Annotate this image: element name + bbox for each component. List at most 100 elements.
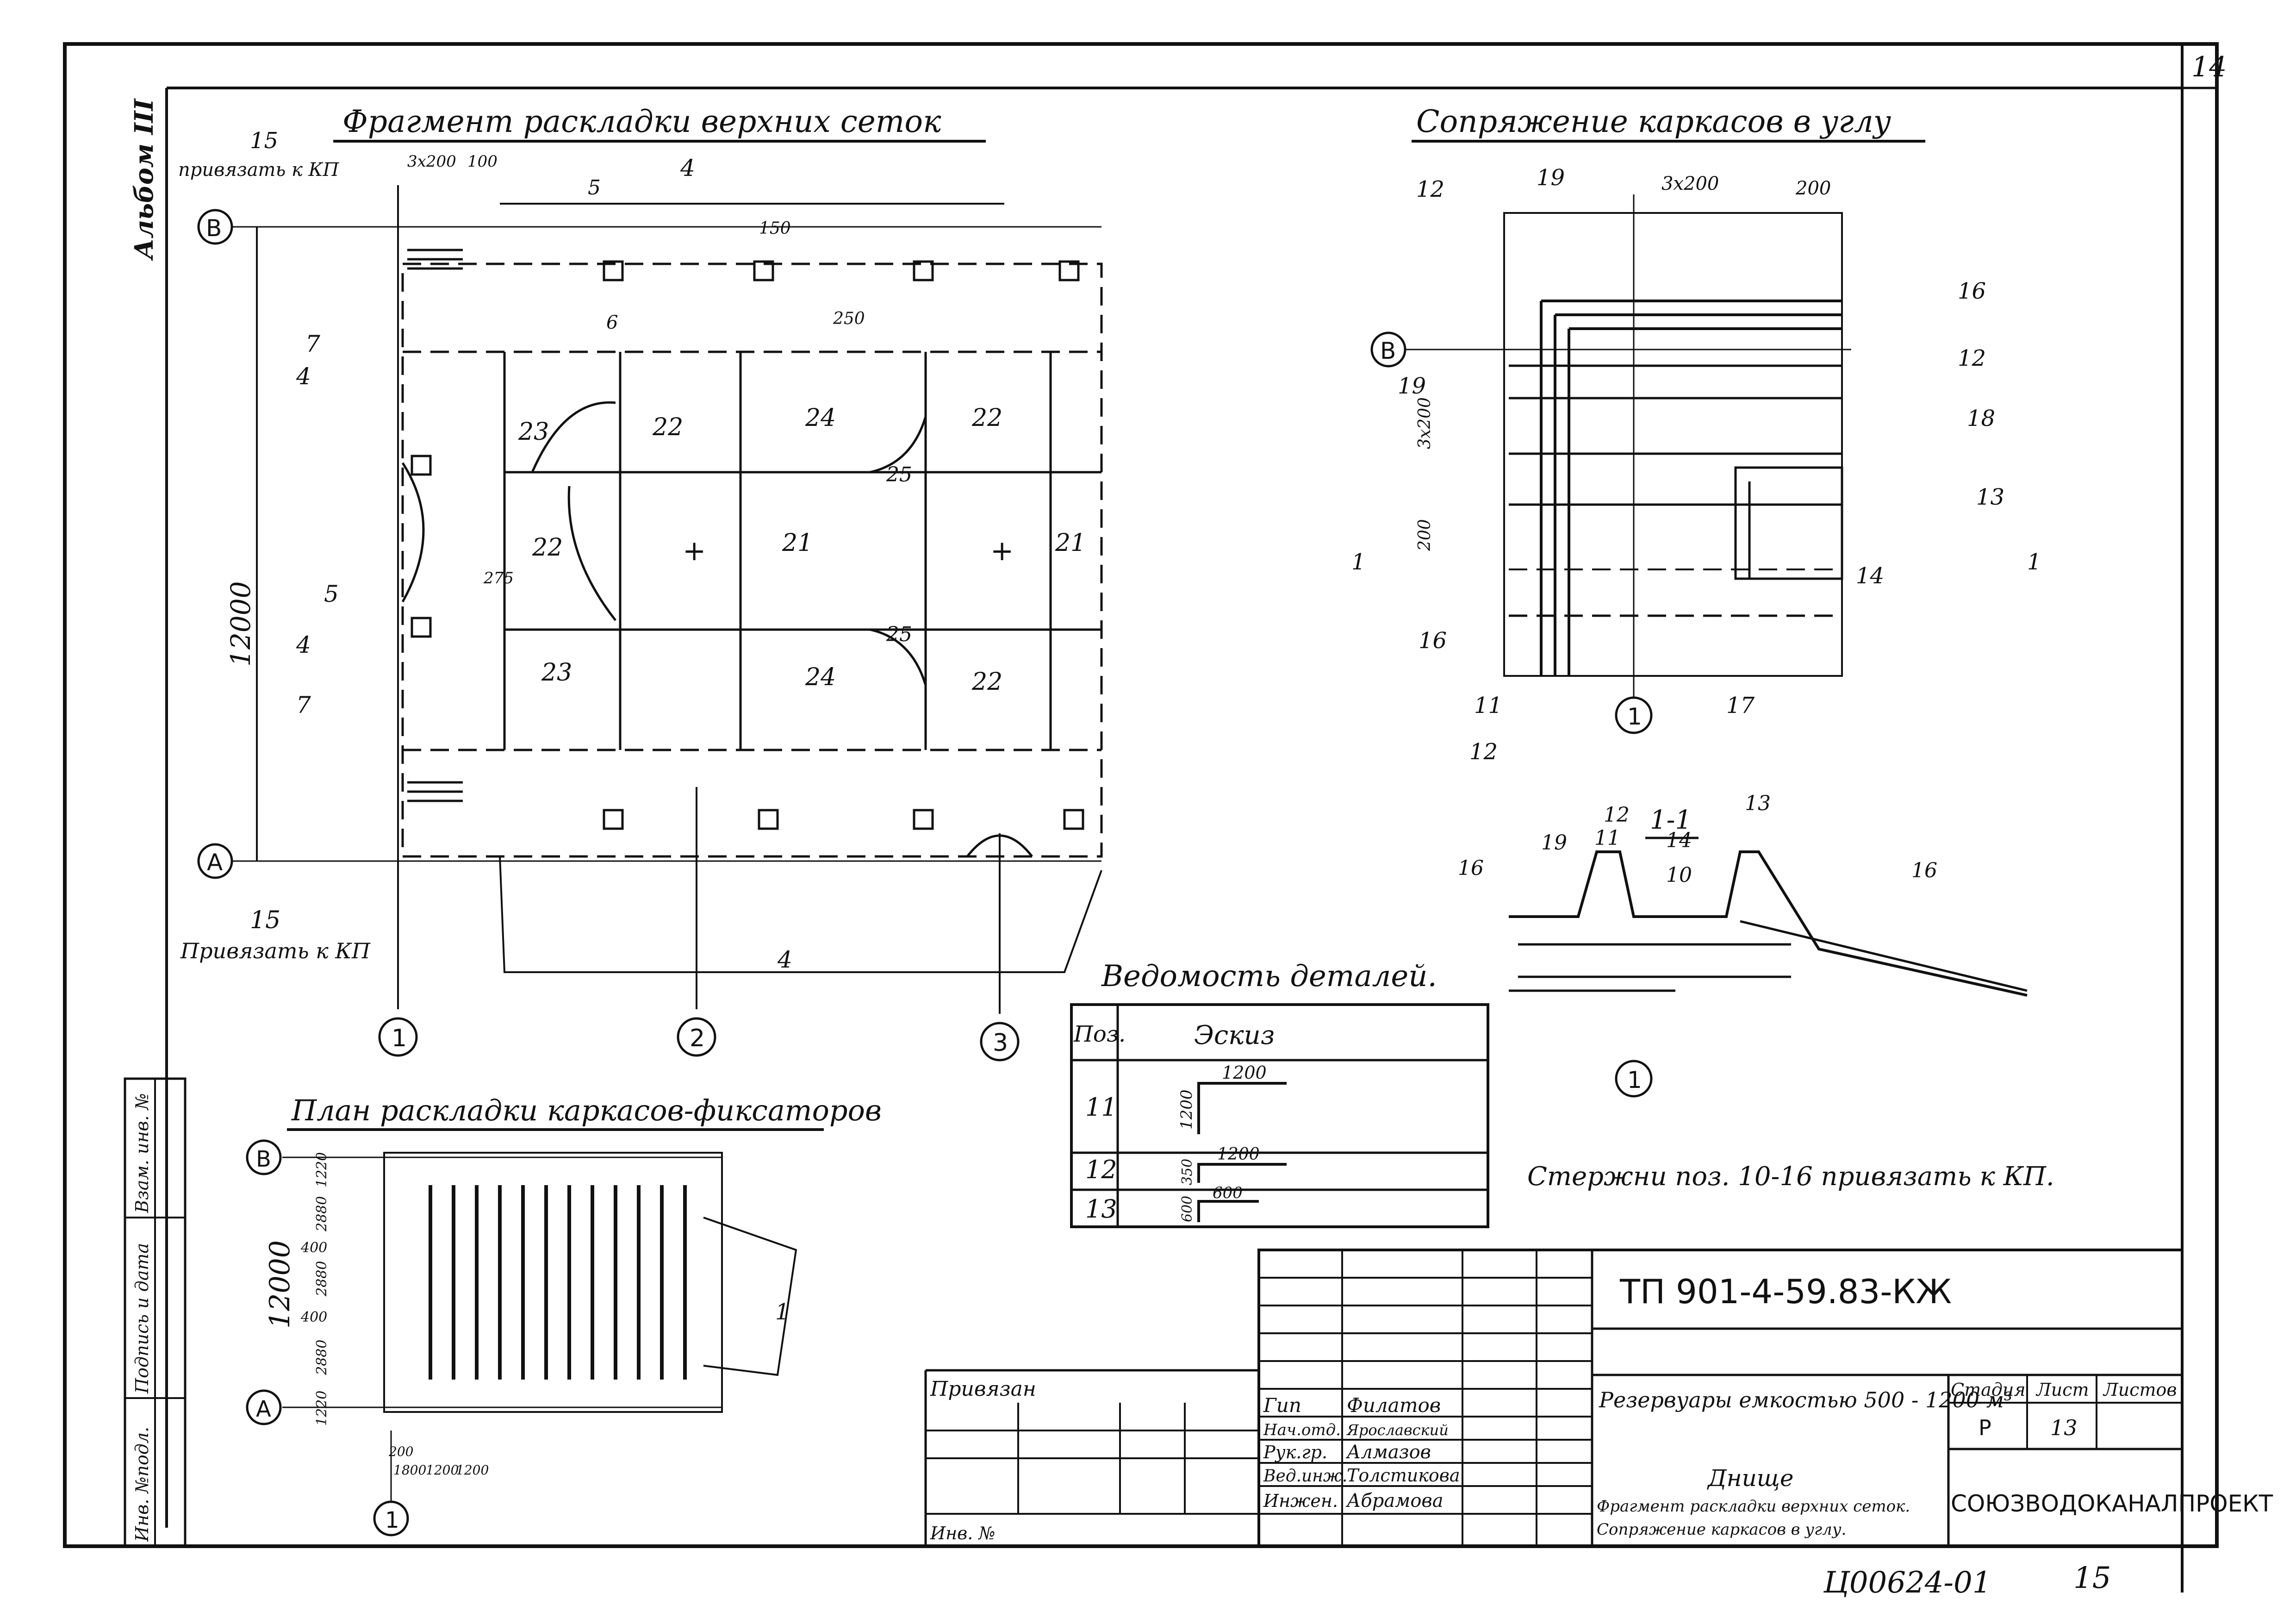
corner-pos-18: 18 bbox=[1967, 406, 1995, 431]
corner-axis-1-marker bbox=[1615, 696, 1653, 734]
details-row-12-a: 350 bbox=[1179, 1159, 1195, 1185]
corner-drawing: Сопряжение каркасов в углу В 1 12 19 3x2… bbox=[1351, 104, 2041, 765]
plan-axis-a-marker bbox=[246, 1389, 282, 1425]
plan-dim-b2: 1200 bbox=[426, 1462, 459, 1478]
fragment-drawing: Фрагмент раскладки верхних сеток В А 120… bbox=[178, 104, 1103, 1062]
footer-page: 15 bbox=[2073, 1561, 2111, 1595]
details-header-pos: Поз. bbox=[1073, 1021, 1126, 1047]
plan-drawing: План раскладки каркасов-фиксаторов В А 1… bbox=[246, 1093, 882, 1537]
plan-axis-1-label: 1 bbox=[385, 1507, 399, 1533]
frag-25-a: 25 bbox=[886, 463, 912, 487]
corner-dim-200: 200 bbox=[1795, 178, 1831, 199]
details-row-11-a: 1200 bbox=[1177, 1089, 1196, 1130]
section-axis-1-marker bbox=[1615, 1060, 1653, 1098]
tb-name-4: Абрамова bbox=[1345, 1490, 1444, 1512]
plan-dim-l6: 1220 bbox=[314, 1391, 330, 1426]
tb-role-1: Нач.отд. bbox=[1263, 1421, 1341, 1439]
corner-pos-11: 11 bbox=[1474, 693, 1502, 718]
frag-dim-250: 250 bbox=[833, 309, 865, 328]
corner-pos-16a: 16 bbox=[1958, 278, 1986, 304]
section-pos-14: 14 bbox=[1666, 829, 1692, 852]
frag-pos-6: 6 bbox=[606, 312, 618, 333]
corner-pos-19a: 19 bbox=[1537, 165, 1565, 191]
frag-pos-15-bottom: 15 bbox=[250, 906, 280, 934]
axis-3-label: 3 bbox=[993, 1029, 1008, 1057]
tb-role-4: Инжен. bbox=[1263, 1491, 1338, 1511]
frag-pos-7a: 7 bbox=[305, 331, 320, 357]
frag-pos-5b: 5 bbox=[324, 581, 339, 607]
plan-dim-b0: 200 bbox=[388, 1444, 413, 1459]
section-pos-13: 13 bbox=[1745, 792, 1771, 815]
side-stamp-vzam: Взам. инв. № bbox=[132, 1093, 152, 1213]
tb-sheet-header: Лист bbox=[2035, 1380, 2089, 1400]
frag-25-b: 25 bbox=[886, 623, 912, 646]
axis-1-label: 1 bbox=[392, 1024, 407, 1052]
tb-sheet: 13 bbox=[2050, 1415, 2078, 1440]
details-row-13-pos: 13 bbox=[1085, 1194, 1117, 1224]
tb-name-1: Ярославский bbox=[1346, 1421, 1449, 1439]
details-row-12-pos: 12 bbox=[1085, 1155, 1117, 1184]
frag-pos-15-top: 15 bbox=[250, 128, 278, 154]
tb-name-3: Толстикова bbox=[1347, 1465, 1460, 1486]
corner-axis-1-label: 1 bbox=[1627, 703, 1642, 730]
frag-23-b: 23 bbox=[541, 659, 572, 687]
frag-dim-150: 150 bbox=[759, 219, 791, 238]
plan-dim-l4: 400 bbox=[300, 1309, 327, 1325]
frag-plus-b: + bbox=[990, 535, 1014, 567]
plan-dim-l5: 2880 bbox=[314, 1340, 330, 1375]
tb-sheet-title: Днище bbox=[1707, 1465, 1793, 1492]
axis-2-marker bbox=[677, 1017, 716, 1057]
fragment-title: Фрагмент раскладки верхних сеток bbox=[342, 104, 941, 139]
corner-section-mark-left: 1 bbox=[1351, 549, 1366, 575]
plan-axis-b-marker bbox=[246, 1139, 282, 1175]
tb-code: ТП 901-4-59.83-КЖ bbox=[1619, 1272, 1952, 1311]
corner-pos-16b: 16 bbox=[1419, 628, 1447, 654]
plan-dim-total: 12000 bbox=[264, 1240, 296, 1329]
frag-21-a: 21 bbox=[782, 529, 813, 557]
tb-role-2: Рук.гр. bbox=[1263, 1442, 1327, 1462]
section-drawing: 1-1 1 12 11 13 19 14 10 16 16 bbox=[1458, 792, 2028, 1098]
tb-privyazan: Привязан bbox=[930, 1377, 1036, 1401]
tb-org: СОЮЗВОДОКАНАЛПРОЕКТ bbox=[1951, 1490, 2273, 1517]
frag-dim-3x200: 3x200 bbox=[407, 152, 456, 171]
details-row-12-b: 1200 bbox=[1217, 1145, 1260, 1164]
frag-22-a: 22 bbox=[652, 413, 683, 441]
corner-dim-200-v: 200 bbox=[1415, 519, 1434, 551]
frag-23-a: 23 bbox=[518, 418, 549, 446]
plan-dim-b3: 1200 bbox=[456, 1462, 489, 1478]
details-table: Ведомость деталей. Поз. Эскиз 11 1200 12… bbox=[1070, 959, 1489, 1228]
tb-sheet-subtitle-2: Сопряжение каркасов в углу. bbox=[1597, 1520, 1846, 1539]
plan-dim-l3: 2880 bbox=[314, 1261, 330, 1297]
corner-dim-3x200-v: 3x200 bbox=[1415, 397, 1434, 449]
tb-name-2: Алмазов bbox=[1345, 1442, 1431, 1463]
frag-note-top: привязать к КП bbox=[178, 159, 340, 181]
corner-section-mark-right: 1 bbox=[2027, 549, 2041, 575]
sheet-top-number: 14 bbox=[2191, 51, 2227, 83]
side-stamp-inv-podl: Инв. №подл. bbox=[132, 1427, 152, 1542]
axis-1-marker bbox=[378, 1017, 418, 1057]
details-row-13-b: 600 bbox=[1213, 1184, 1243, 1202]
frag-24-b: 24 bbox=[805, 663, 836, 691]
details-title: Ведомость деталей. bbox=[1101, 959, 1437, 993]
plan-title: План раскладки каркасов-фиксаторов bbox=[291, 1093, 882, 1127]
frag-pos-5a: 5 bbox=[588, 176, 601, 200]
frag-pos-4c: 4 bbox=[296, 631, 311, 658]
frag-22-d: 22 bbox=[971, 668, 1002, 696]
section-title: 1-1 bbox=[1650, 805, 1692, 835]
plan-axis-b-label: В bbox=[256, 1146, 271, 1172]
details-header-sketch: Эскиз bbox=[1194, 1020, 1275, 1050]
frag-22-b: 22 bbox=[971, 404, 1002, 432]
title-block: ТП 901-4-59.83-КЖ Привязан Инв. № Гип На… bbox=[924, 1249, 2273, 1548]
corner-pos-17: 17 bbox=[1726, 693, 1755, 718]
tb-inv-no: Инв. № bbox=[930, 1523, 995, 1543]
details-row-11-pos: 11 bbox=[1085, 1093, 1117, 1122]
plan-dim-l1: 2880 bbox=[314, 1196, 330, 1232]
corner-pos-12b: 12 bbox=[1958, 345, 1986, 371]
corner-title: Сопряжение каркасов в углу bbox=[1416, 104, 1891, 139]
frag-note-bottom: Привязать к КП bbox=[180, 938, 371, 963]
corner-axis-b-label: В bbox=[1380, 337, 1396, 364]
section-pos-19: 19 bbox=[1541, 831, 1567, 855]
frag-22-c: 22 bbox=[532, 534, 563, 562]
tb-name-0: Филатов bbox=[1347, 1394, 1441, 1417]
